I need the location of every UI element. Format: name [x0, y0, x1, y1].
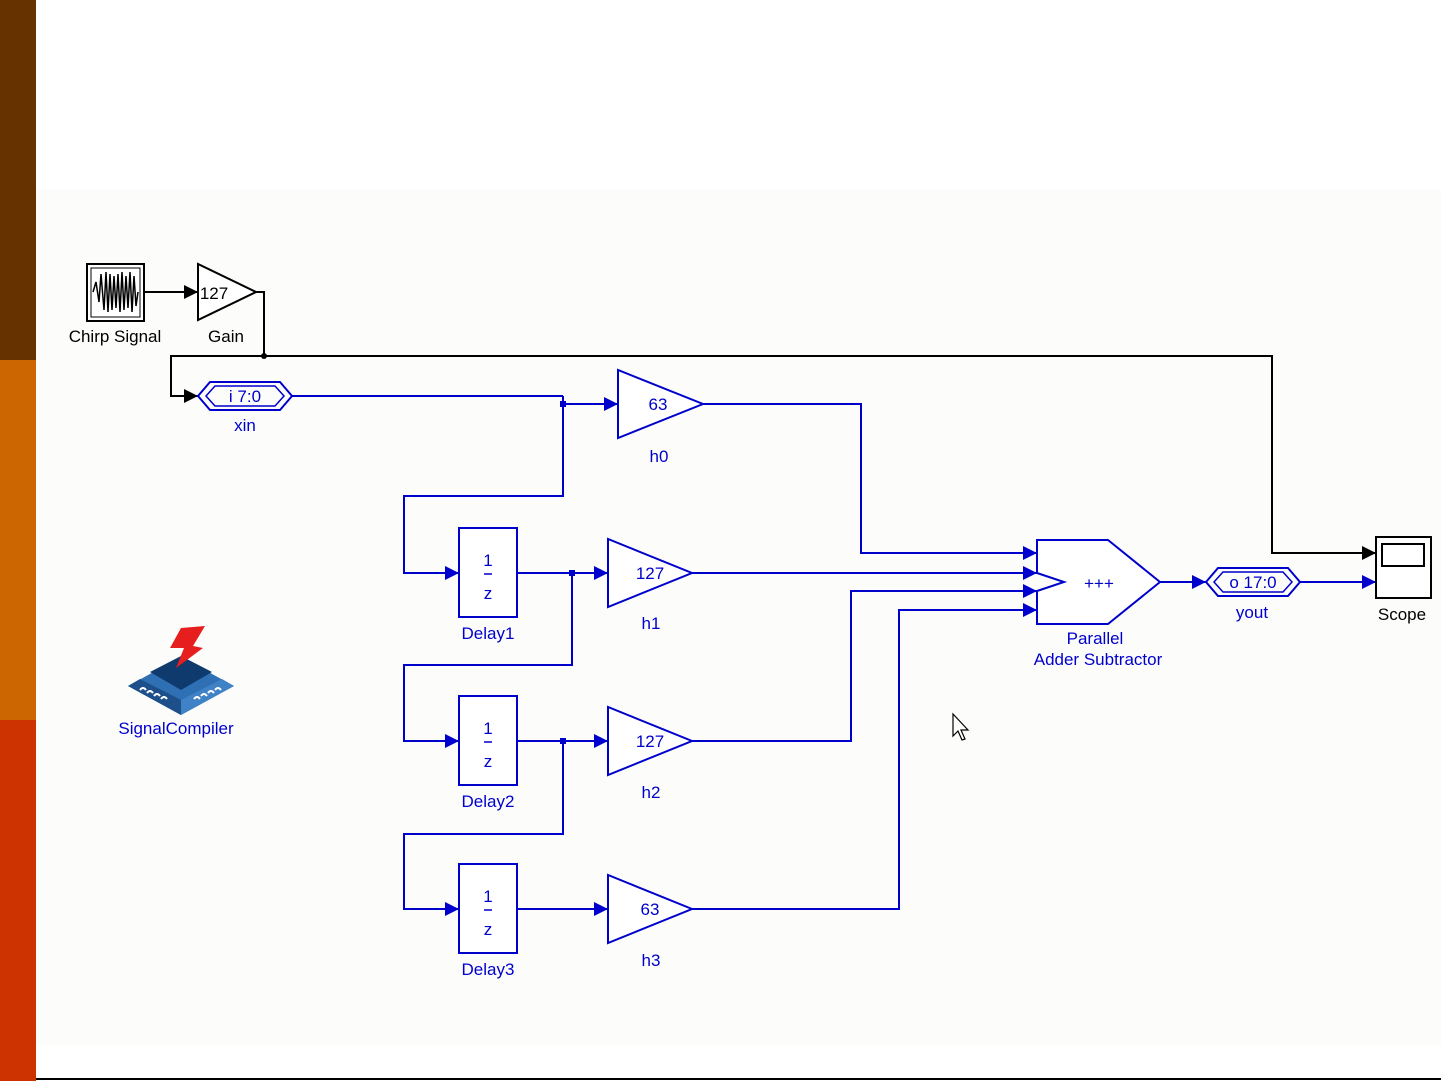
- side-bar-top: [0, 0, 36, 360]
- xin-label: xin: [234, 416, 256, 435]
- delay3-numerator: 1: [483, 887, 492, 906]
- delay1-numerator: 1: [483, 551, 492, 570]
- delay1-label: Delay1: [462, 624, 515, 643]
- branch-point-delay1: [569, 570, 575, 576]
- scope-block[interactable]: Scope: [1376, 537, 1431, 624]
- h3-value: 63: [641, 900, 660, 919]
- side-bar-bottom: [0, 720, 36, 1081]
- branch-point-xin: [560, 401, 566, 407]
- scope-screen-icon: [1382, 544, 1424, 566]
- yout-label: yout: [1236, 603, 1268, 622]
- diagram: Chirp Signal 127 Gain i 7:0 xin 63 h0 12…: [36, 0, 1441, 1081]
- branch-point-gain: [261, 353, 267, 359]
- branch-point-delay2: [560, 738, 566, 744]
- delay2-block[interactable]: 1 z Delay2: [459, 696, 517, 811]
- yout-port-type: o 17:0: [1229, 573, 1276, 592]
- h1-label: h1: [642, 614, 661, 633]
- chirp-label: Chirp Signal: [69, 327, 162, 346]
- gain-value: 127: [200, 284, 228, 303]
- delay3-denominator: z: [484, 920, 493, 939]
- delay2-label: Delay2: [462, 792, 515, 811]
- adder-ops: +++: [1084, 574, 1114, 593]
- delay2-numerator: 1: [483, 719, 492, 738]
- bottom-rule: [36, 1078, 1441, 1080]
- adder-label-line2: Adder Subtractor: [1034, 650, 1163, 669]
- side-bar-middle: [0, 360, 36, 720]
- h0-label: h0: [650, 447, 669, 466]
- signal-compiler-label: SignalCompiler: [118, 719, 234, 738]
- delay1-block[interactable]: 1 z Delay1: [459, 528, 517, 643]
- delay3-block[interactable]: 1 z Delay3: [459, 864, 517, 979]
- delay1-denominator: z: [484, 584, 493, 603]
- scope-label: Scope: [1378, 605, 1426, 624]
- h2-label: h2: [642, 783, 661, 802]
- delay3-label: Delay3: [462, 960, 515, 979]
- h3-label: h3: [642, 951, 661, 970]
- xin-port-type: i 7:0: [229, 387, 261, 406]
- gain-label: Gain: [208, 327, 244, 346]
- h2-value: 127: [636, 732, 664, 751]
- adder-label-line1: Parallel: [1067, 629, 1124, 648]
- delay2-denominator: z: [484, 752, 493, 771]
- h1-value: 127: [636, 564, 664, 583]
- h0-value: 63: [649, 395, 668, 414]
- diagram-background: [36, 190, 1441, 1045]
- slide-canvas: Chirp Signal 127 Gain i 7:0 xin 63 h0 12…: [36, 0, 1441, 1081]
